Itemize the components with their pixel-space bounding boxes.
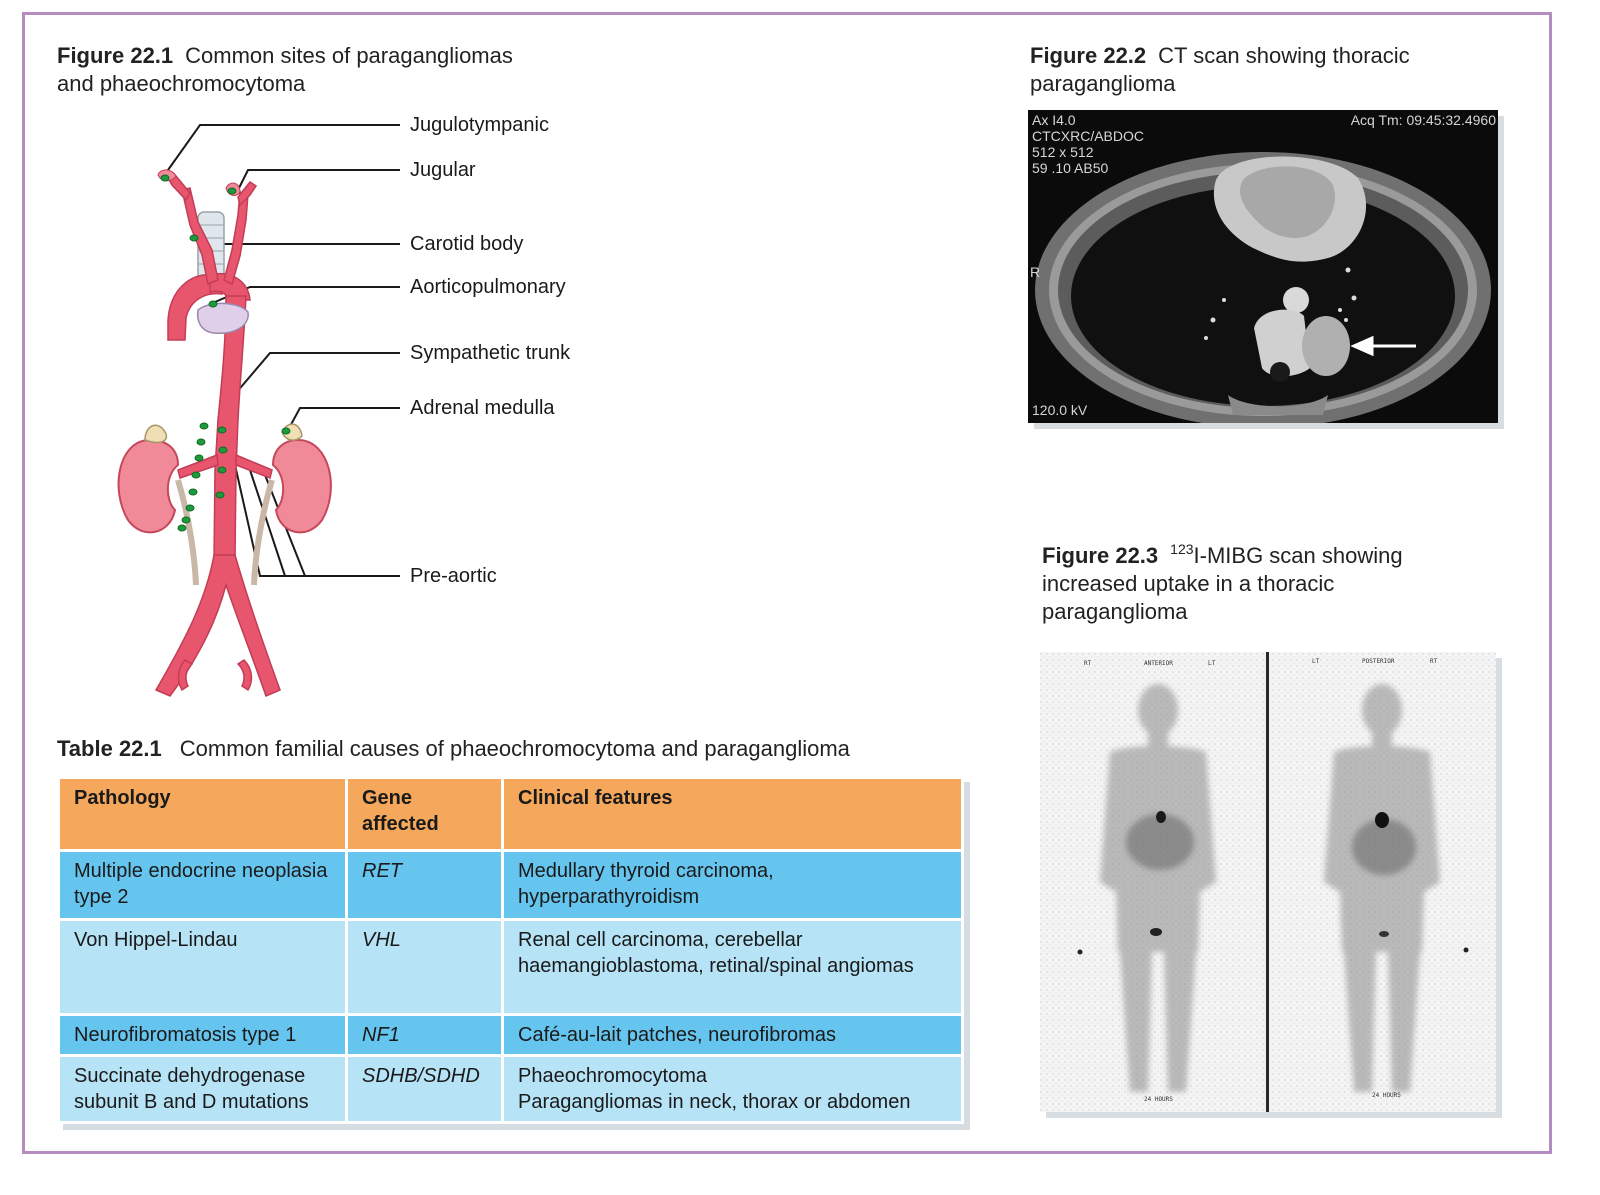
thoracic-mass — [1302, 316, 1350, 376]
leader-preaortic-1 — [234, 464, 400, 577]
table-row: Succinate dehydrogenase subunit B and D … — [57, 1054, 964, 1124]
leader-preaortic-2 — [249, 469, 286, 577]
header-clinical-features: Clinical features — [501, 776, 964, 852]
label-pre-aortic: Pre-aortic — [410, 565, 497, 587]
indicator-arrow — [1350, 335, 1416, 357]
aorta — [1283, 287, 1309, 313]
cell-gene: VHL — [345, 918, 504, 1016]
mibg-left-rt: RT — [1084, 660, 1092, 667]
label-jugular: Jugular — [410, 159, 476, 181]
figure-3-caption: Figure 22.3 123I-MIBG scan showing increa… — [1042, 542, 1403, 626]
mibg-right-lt: LT — [1312, 658, 1320, 665]
cell-pathology: Neurofibromatosis type 1 — [57, 1013, 348, 1057]
bladder-uptake — [1150, 928, 1162, 936]
table-number: Table 22.1 — [57, 736, 162, 761]
ct-side-marker: R — [1030, 264, 1041, 280]
panel-divider — [1266, 652, 1269, 1112]
header-gene-label: Gene affected — [362, 787, 439, 835]
mibg-left-time: 24 HOURS — [1144, 1096, 1173, 1103]
leader-sympathetic — [229, 352, 400, 401]
table-row: Von Hippel-Lindau VHL Renal cell carcino… — [57, 918, 964, 1016]
figure-2-number: Figure 22.2 — [1030, 43, 1147, 68]
page-frame — [22, 12, 1552, 1154]
mibg-left-lt: LT — [1208, 660, 1216, 667]
cell-features: Renal cell carcinoma, cerebellar haemang… — [501, 918, 964, 1016]
mibg-right-rt: RT — [1430, 658, 1438, 665]
header-pathology: Pathology — [57, 776, 348, 852]
label-sympathetic-trunk: Sympathetic trunk — [410, 342, 571, 364]
figure-3-isotope: 123 — [1170, 541, 1194, 557]
leader-jugular — [237, 169, 400, 191]
figure-1-caption: Figure 22.1 Common sites of paraganglioma… — [57, 42, 513, 98]
label-aorticopulmonary: Aorticopulmonary — [410, 276, 566, 298]
figure-3-title-line2: increased uptake in a thoracic — [1042, 571, 1335, 596]
figure-3-title-line3: paraganglioma — [1042, 599, 1188, 624]
mibg-scan-image: RT ANTERIOR LT 24 HOURS LT POSTERIOR RT … — [1040, 652, 1496, 1112]
cell-pathology: Succinate dehydrogenase subunit B and D … — [57, 1054, 348, 1124]
figure-3-title-line1: I-MIBG scan showing — [1193, 543, 1403, 568]
mibg-right-time: 24 HOURS — [1372, 1092, 1401, 1099]
leader-carotid — [194, 239, 400, 245]
figure-2-caption: Figure 22.2 CT scan showing thoracic para… — [1030, 42, 1410, 98]
mibg-posterior-panel: LT POSTERIOR RT 24 HOURS — [1272, 652, 1496, 1112]
cell-gene: RET — [345, 849, 504, 921]
liver-uptake — [1126, 814, 1194, 870]
label-carotid-body: Carotid body — [410, 233, 524, 255]
mibg-right-view: POSTERIOR — [1362, 658, 1395, 665]
label-jugulotympanic: Jugulotympanic — [410, 114, 549, 136]
spinal-canal — [1270, 362, 1290, 382]
familial-causes-table: Pathology Gene affected Clinical feature… — [57, 776, 964, 1124]
tumour-uptake — [1156, 811, 1166, 823]
figure-1-number: Figure 22.1 — [57, 43, 174, 68]
table-title: Common familial causes of phaeochromocyt… — [179, 736, 850, 761]
table-row: Neurofibromatosis type 1 NF1 Café-au-lai… — [57, 1013, 964, 1057]
mibg-anterior-panel: RT ANTERIOR LT 24 HOURS — [1040, 652, 1264, 1112]
header-gene: Gene affected — [345, 776, 504, 852]
figure-3-number: Figure 22.3 — [1042, 543, 1159, 568]
leader-adrenal — [287, 407, 400, 431]
ct-overlay-line4: 59 .10 AB50 — [1032, 160, 1109, 176]
ct-overlay-line3: 512 x 512 — [1032, 144, 1094, 160]
spine — [1254, 309, 1310, 377]
table-caption: Table 22.1 Common familial causes of phae… — [57, 736, 850, 762]
label-adrenal-medulla: Adrenal medulla — [410, 397, 555, 419]
cell-gene: SDHB/SDHD — [345, 1054, 504, 1124]
kidneys — [117, 423, 332, 534]
figure-2-title-line1: CT scan showing thoracic — [1158, 43, 1410, 68]
ct-overlay-line2: CTCXRC/ABDOC — [1032, 128, 1145, 144]
cell-pathology: Multiple endocrine neoplasia type 2 — [57, 849, 348, 921]
ct-acquisition-time: Acq Tm: 09:45:32.4960 — [1350, 112, 1496, 128]
figure-2-title-line2: paraganglioma — [1030, 71, 1176, 96]
figure-1-title-line2: and phaeochromocytoma — [57, 71, 306, 96]
ct-scan-image: Ax I4.0 CTCXRC/ABDOC 512 x 512 59 .10 AB… — [1028, 110, 1498, 423]
leader-jugulotympanic — [167, 124, 400, 171]
ct-kv: 120.0 kV — [1032, 402, 1088, 418]
table-header-row: Pathology Gene affected Clinical feature… — [57, 776, 964, 852]
cell-gene: NF1 — [345, 1013, 504, 1057]
mibg-left-view: ANTERIOR — [1144, 660, 1173, 667]
lung-fields — [1071, 186, 1455, 406]
figure-1-title-line1: Common sites of paragangliomas — [185, 43, 513, 68]
cell-features-line1: Phaeochromocytoma — [518, 1065, 707, 1087]
ureters — [175, 479, 275, 586]
paraganglioma-sites-diagram — [117, 124, 400, 698]
cell-pathology: Von Hippel-Lindau — [57, 918, 348, 1016]
cell-features: Phaeochromocytoma Paragangliomas in neck… — [501, 1054, 964, 1124]
table-row: Multiple endocrine neoplasia type 2 RET … — [57, 849, 964, 921]
pulmonary-artery — [196, 302, 249, 334]
ct-overlay-line1: Ax I4.0 — [1032, 112, 1076, 128]
cell-features: Medullary thyroid carcinoma, hyperparath… — [501, 849, 964, 921]
cell-features-line2: Paragangliomas in neck, thorax or abdome… — [518, 1091, 911, 1113]
paraganglioma-sites — [160, 174, 291, 532]
cell-features: Café-au-lait patches, neurofibromas — [501, 1013, 964, 1057]
